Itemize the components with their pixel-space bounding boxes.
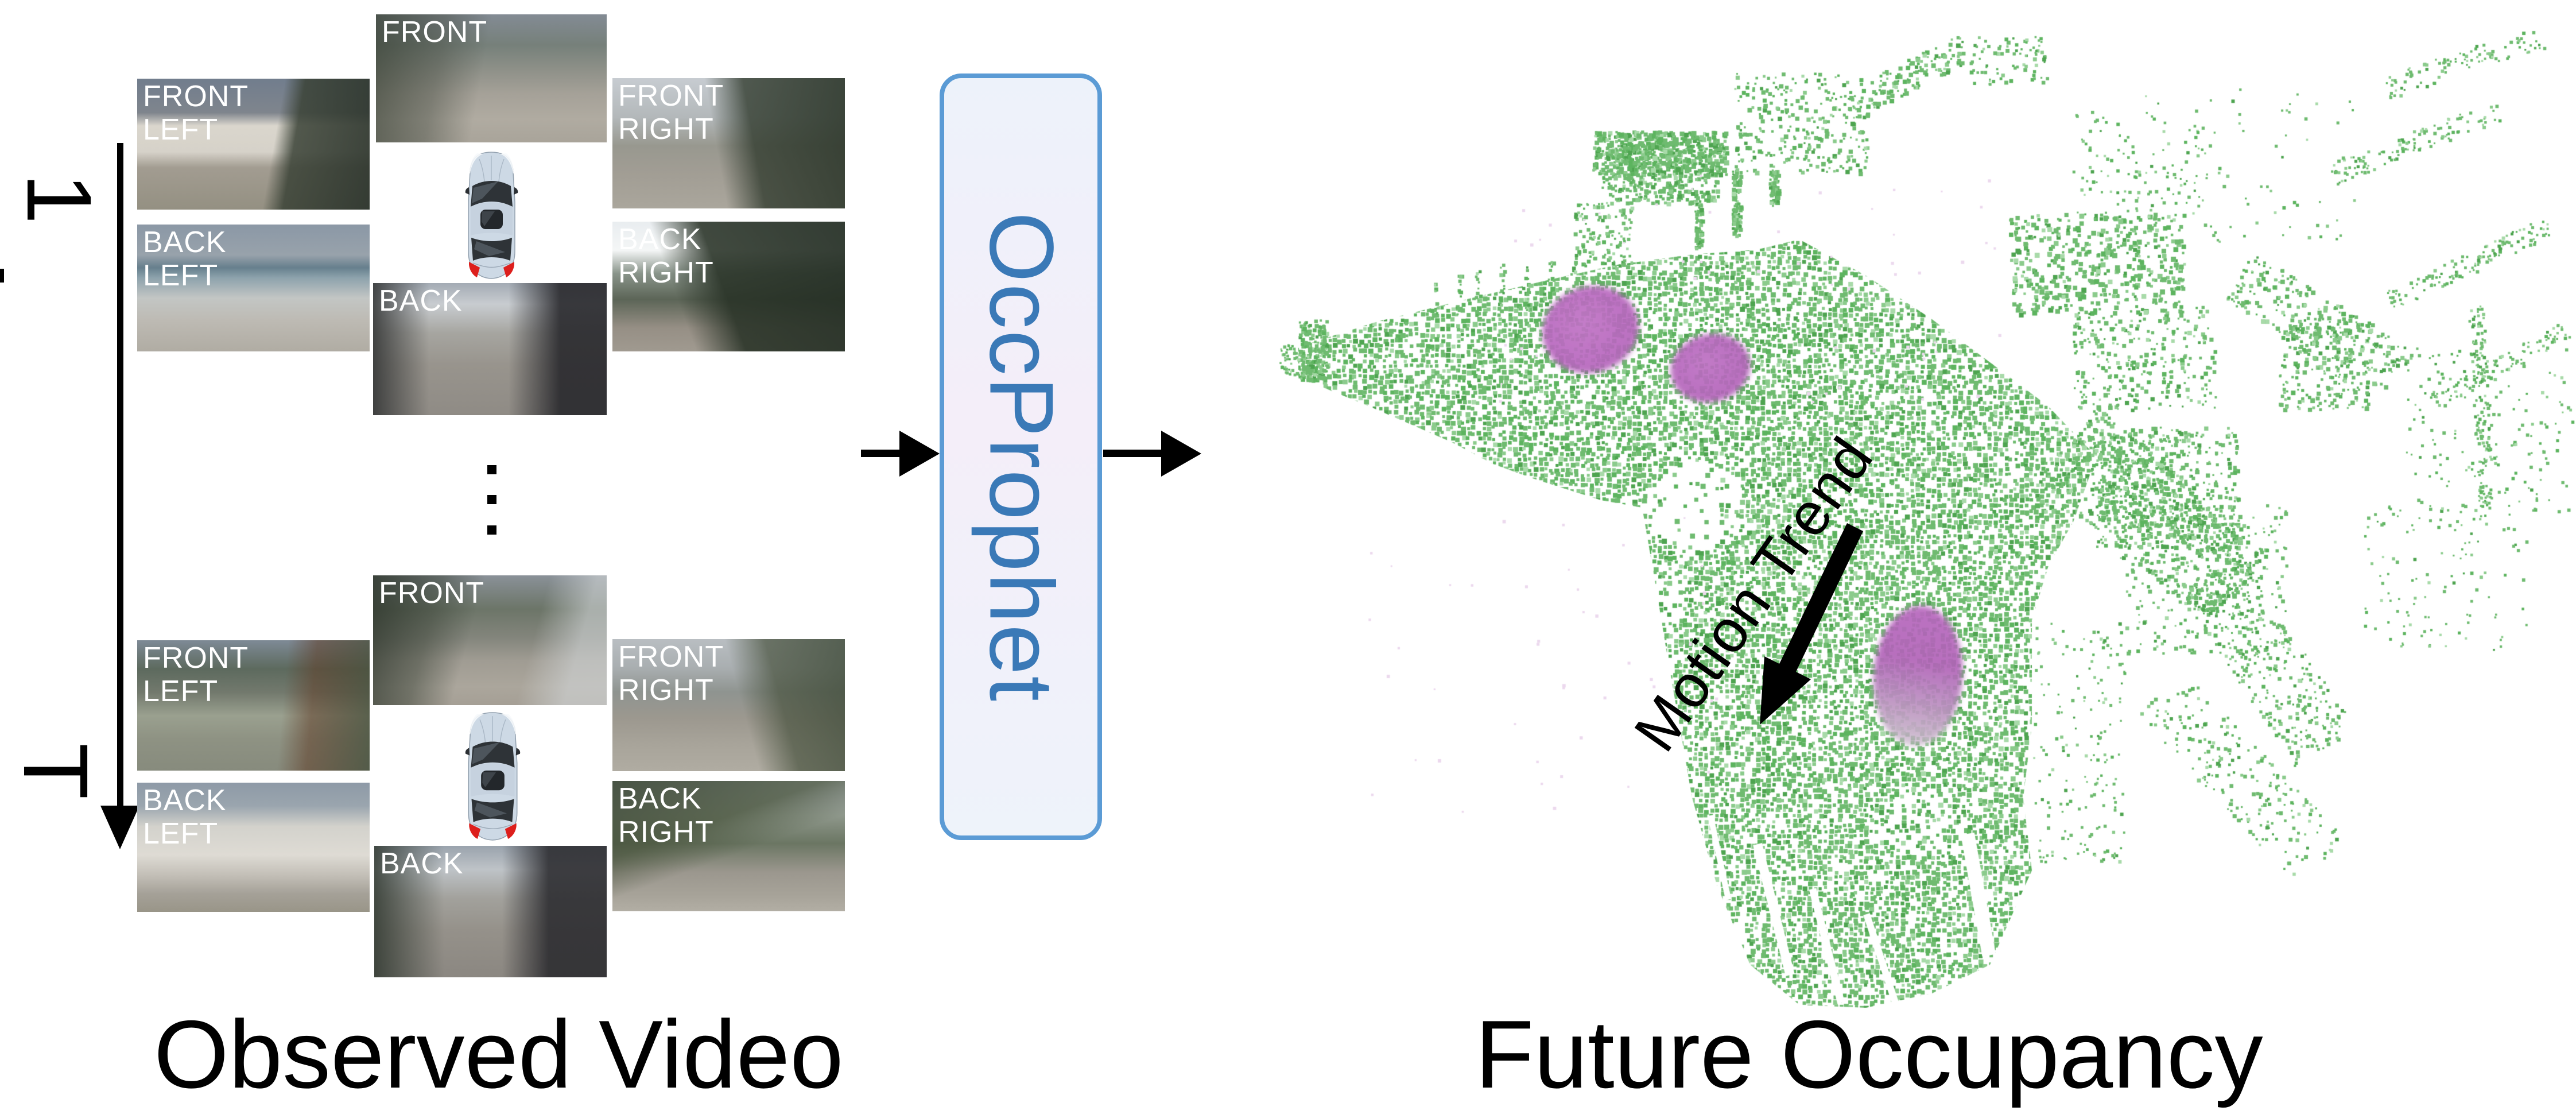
camera-tile-front-frame2: FRONT [373,575,607,705]
camera-tile-label: FRONT LEFT [143,641,249,709]
camera-tile-label: FRONT LEFT [143,80,249,147]
future-occupancy-caption: Future Occupancy [1475,1000,2263,1108]
camera-tile-label: FRONT RIGHT [618,79,724,146]
camera-tile-back-left-frame1: BACK LEFT [137,225,370,351]
camera-tile-label: BACK [379,284,463,318]
edge-fragment [0,269,4,283]
camera-tile-label: BACK LEFT [143,784,227,851]
motion-trend-arrow-icon [1760,523,1863,725]
camera-tile-front-right-frame2: FRONT RIGHT [612,639,845,771]
camera-tile-label: FRONT RIGHT [618,640,724,707]
occprophet-label: OccProphet [971,211,1072,702]
camera-tile-back-right-frame2: BACK RIGHT [612,781,845,911]
ego-car-icon [465,152,518,279]
ego-car-icon [465,712,521,841]
ellipsis-dot [487,465,496,474]
timeline-arrow-line [117,143,123,807]
camera-tile-label: BACK RIGHT [618,223,714,290]
input-arrowhead-icon [899,431,940,477]
timeline-arrowhead-icon [100,806,139,849]
camera-tile-back-frame2: BACK [374,846,607,977]
camera-tile-label: BACK [380,847,464,880]
output-arrowhead-icon [1161,431,1201,477]
time-start-label: 1 [8,173,111,225]
observed-video-caption: Observed Video [154,1000,844,1108]
time-end-label: T [5,743,107,799]
camera-tile-label: BACK LEFT [143,226,227,293]
output-arrow [1103,450,1163,457]
camera-tile-back-frame1: BACK [373,283,607,415]
camera-tile-front-frame1: FRONT [376,14,607,142]
camera-tile-label: FRONT [379,577,485,610]
ellipsis-dot [487,525,496,535]
camera-tile-label: FRONT [382,16,488,49]
camera-tile-back-right-frame1: BACK RIGHT [612,222,845,351]
camera-tile-front-right-frame1: FRONT RIGHT [612,78,845,208]
ellipsis-dot [487,495,496,504]
camera-tile-front-left-frame2: FRONT LEFT [137,640,370,771]
camera-tile-front-left-frame1: FRONT LEFT [137,79,370,210]
camera-tile-label: BACK RIGHT [618,782,714,849]
camera-tile-back-left-frame2: BACK LEFT [137,783,370,912]
occupancy-point-cloud [1228,17,2576,1028]
occprophet-model-box: OccProphet [940,73,1102,840]
input-arrow [861,450,902,457]
